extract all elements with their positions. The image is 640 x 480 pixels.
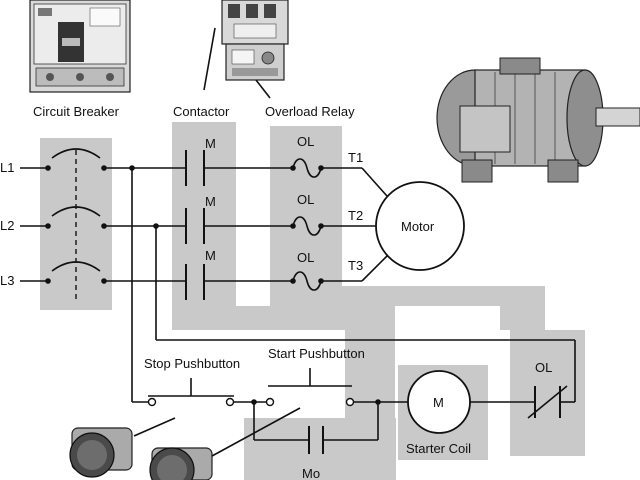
starter-coil-symbol bbox=[407, 370, 471, 434]
stop-pushbutton-symbol bbox=[147, 378, 235, 407]
coil-m-label: M bbox=[433, 395, 444, 410]
ol2-label: OL bbox=[297, 192, 314, 207]
contact-m2-label: M bbox=[205, 194, 216, 209]
control-overload-contact bbox=[527, 385, 568, 419]
contactor-contacts bbox=[185, 150, 205, 300]
holding-contact-shade bbox=[244, 418, 396, 480]
t1-label: T1 bbox=[348, 150, 363, 165]
overload-shade bbox=[270, 126, 342, 298]
shaded-regions bbox=[40, 122, 585, 480]
holding-contact-symbol bbox=[308, 426, 324, 454]
power-wiring bbox=[20, 150, 576, 402]
motor-label: Motor bbox=[401, 219, 435, 234]
overload-heaters bbox=[290, 158, 324, 291]
contact-m3-label: M bbox=[205, 248, 216, 263]
stop-pushbutton-picture bbox=[69, 427, 133, 478]
start-pushbutton-symbol bbox=[265, 368, 355, 407]
holding-contact-label: Mo bbox=[302, 466, 320, 480]
stop-button-pointer bbox=[133, 417, 176, 437]
circuit-breaker-symbol bbox=[45, 148, 107, 284]
t3-label: T3 bbox=[348, 258, 363, 273]
start-pushbutton-picture bbox=[149, 447, 213, 480]
l1-tap-node bbox=[129, 165, 135, 171]
line-l2-label: L2 bbox=[0, 218, 14, 233]
start-pushbutton-label: Start Pushbutton bbox=[268, 346, 365, 361]
contactor-device bbox=[221, 0, 289, 81]
overload-relay-label: Overload Relay bbox=[265, 104, 355, 119]
motor-symbol bbox=[375, 181, 465, 271]
contact-m1-label: M bbox=[205, 136, 216, 151]
holding-node-right bbox=[375, 399, 381, 405]
control-wiring bbox=[132, 401, 575, 441]
circuit-breaker-label: Circuit Breaker bbox=[33, 104, 120, 119]
overload-control-band bbox=[270, 286, 585, 456]
start-button-pointer bbox=[211, 407, 301, 457]
overload-pointer bbox=[255, 79, 271, 99]
holding-node-left bbox=[251, 399, 257, 405]
line-l1-label: L1 bbox=[0, 160, 14, 175]
contactor-pointer bbox=[203, 27, 216, 91]
l2-tap-node bbox=[153, 223, 159, 229]
circuit-breaker-device bbox=[29, 0, 131, 93]
stop-pushbutton-label: Stop Pushbutton bbox=[144, 356, 240, 371]
t2-label: T2 bbox=[348, 208, 363, 223]
ol3-label: OL bbox=[297, 250, 314, 265]
motor-picture bbox=[436, 57, 640, 183]
line-l3-label: L3 bbox=[0, 273, 14, 288]
contactor-label: Contactor bbox=[173, 104, 230, 119]
starter-coil-label: Starter Coil bbox=[406, 441, 471, 456]
ol1-label: OL bbox=[297, 134, 314, 149]
control-ol-label: OL bbox=[535, 360, 552, 375]
